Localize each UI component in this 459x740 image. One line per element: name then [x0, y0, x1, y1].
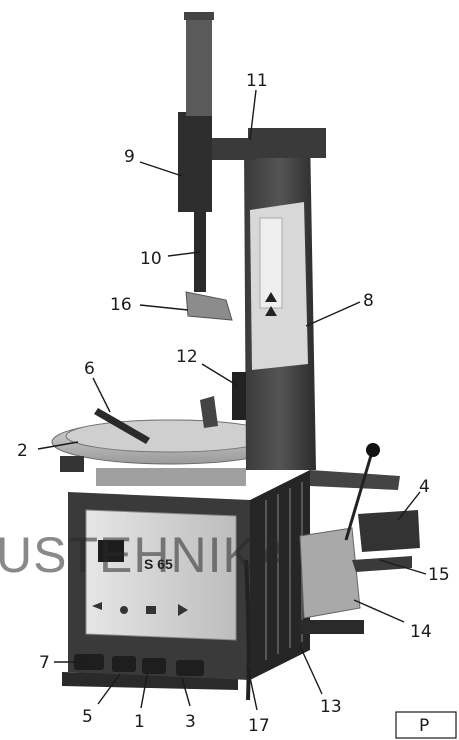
tyre-lever: [94, 408, 150, 444]
page-marker-letter: P: [419, 716, 429, 736]
leader-12: [201, 363, 239, 387]
leader-lines: [37, 89, 427, 711]
leader-5: [97, 673, 121, 705]
page-marker: P: [395, 711, 457, 739]
lever-knob: [366, 443, 380, 457]
bead-breaker-blade: [352, 556, 412, 572]
foot-pedals: [74, 654, 204, 676]
callout-2: 2: [17, 441, 28, 461]
mount-demount-tool: [185, 291, 233, 321]
leader-15: [379, 559, 427, 575]
watermark-text: USTEHNIKA: [0, 527, 291, 583]
head-housing: [178, 112, 212, 212]
rim-clamp-claw: [200, 396, 218, 428]
callout-4: 4: [419, 477, 430, 497]
callout-11: 11: [246, 71, 268, 91]
callout-5: 5: [82, 707, 93, 727]
callout-17: 17: [248, 716, 270, 736]
leader-6: [92, 377, 111, 413]
leader-13: [299, 645, 323, 695]
air-hose: [244, 559, 251, 701]
callout-13: 13: [320, 697, 342, 717]
pedal-icon-strip: [92, 602, 188, 616]
machine-illustration: S 65: [51, 12, 420, 701]
bead-breaker-lever: [344, 451, 374, 541]
leader-8: [305, 301, 361, 327]
vertical-tube: [186, 16, 212, 116]
callout-1: 1: [134, 712, 145, 732]
rear-foot: [300, 620, 364, 634]
callout-3: 3: [185, 712, 196, 732]
callout-9: 9: [124, 147, 135, 167]
leader-10: [167, 251, 201, 257]
column-head: [248, 128, 326, 158]
leader-11: [249, 89, 257, 141]
leader-16: [139, 304, 189, 311]
callout-14: 14: [410, 622, 432, 642]
vertical-tube-cap: [184, 12, 214, 20]
callout-16: 16: [110, 295, 132, 315]
bead-breaker-arm: [310, 470, 400, 490]
tyre-rest: [358, 510, 420, 552]
callout-15: 15: [428, 565, 450, 585]
clamp-jaw-left: [60, 456, 84, 472]
leader-4: [397, 491, 421, 521]
callout-12: 12: [176, 347, 198, 367]
leader-9: [139, 161, 183, 177]
warning-sticker: [259, 217, 283, 316]
leader-3: [181, 677, 191, 707]
leader-2: [37, 441, 79, 450]
callout-8: 8: [363, 291, 374, 311]
callout-7: 7: [39, 653, 50, 673]
turntable-top: [65, 419, 275, 453]
horizontal-arm: [208, 138, 256, 160]
bead-breaker-valve: [232, 372, 246, 420]
bead-breaker-shoe: [299, 527, 361, 619]
callout-labels: 1 2 3 4 5 6 7 8 9 10 11 12 13 14 15 16 1…: [17, 71, 450, 736]
turntable-slide: [96, 468, 246, 486]
leader-17: [247, 667, 258, 711]
leader-1: [140, 669, 149, 709]
leader-14: [353, 599, 405, 623]
logo-block: [98, 540, 124, 562]
callout-6: 6: [84, 359, 95, 379]
callout-10: 10: [140, 249, 162, 269]
machine-badge: S 65: [144, 556, 173, 572]
